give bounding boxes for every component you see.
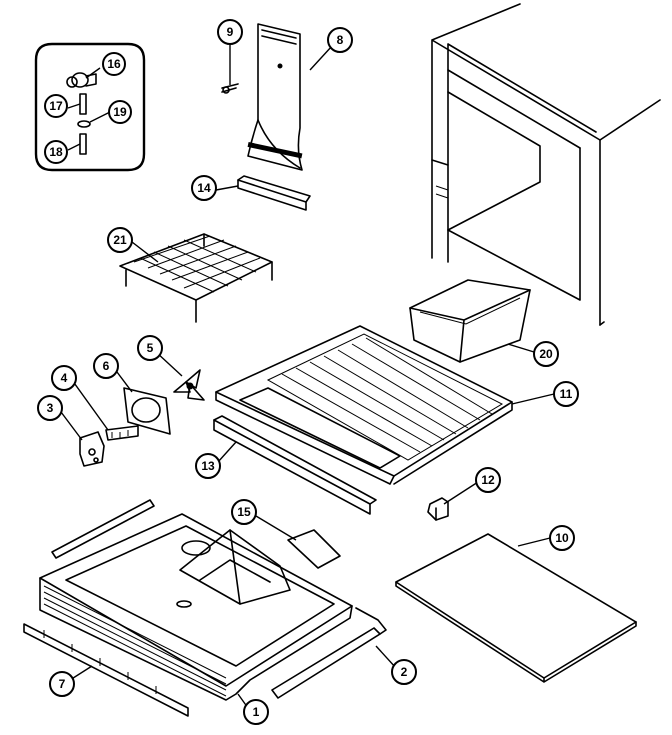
callout-6-label: 6: [103, 359, 110, 373]
callout-14-label: 14: [197, 181, 211, 195]
callout-14: 14: [191, 175, 217, 201]
callout-5: 5: [137, 335, 163, 361]
part-15-duct-cover: [287, 529, 341, 569]
part-3-motor: [79, 431, 105, 467]
callout-13: 13: [195, 453, 221, 479]
callout-10-label: 10: [555, 531, 569, 545]
part-6-fan-shroud: [123, 387, 171, 435]
part-10-cover-panel: [395, 533, 637, 683]
callout-9: 9: [217, 19, 243, 45]
callout-9-label: 9: [227, 25, 234, 39]
callout-12-label: 12: [481, 473, 495, 487]
part-1-evaporator-pan: [39, 513, 353, 701]
callout-15-label: 15: [237, 505, 251, 519]
callout-15: 15: [231, 499, 257, 525]
callout-1: 1: [243, 699, 269, 725]
part-11-shelf-frame: [215, 325, 513, 485]
callout-8: 8: [327, 27, 353, 53]
callout-18-label: 18: [49, 145, 63, 159]
callout-1-label: 1: [253, 705, 260, 719]
part-13-trim-strip: [213, 415, 377, 515]
callout-7: 7: [49, 671, 75, 697]
callout-3-label: 3: [47, 401, 54, 415]
callout-19-label: 19: [113, 105, 127, 119]
part-8-control-housing: [247, 23, 303, 171]
callout-12: 12: [475, 467, 501, 493]
part-20-crisper-pan: [409, 279, 531, 363]
callout-19: 19: [108, 100, 132, 124]
callout-3: 3: [37, 395, 63, 421]
callout-21: 21: [107, 227, 133, 253]
callout-20-label: 20: [539, 347, 553, 361]
part-16-bulb-socket: [66, 72, 97, 88]
callout-8-label: 8: [337, 33, 344, 47]
part-2-rail: [271, 607, 387, 699]
part-5-fan-blade: [173, 369, 205, 401]
inset-detail-box: [34, 42, 146, 172]
callout-16: 16: [102, 52, 126, 76]
callout-4-label: 4: [61, 371, 68, 385]
callout-20: 20: [533, 341, 559, 367]
part-12-clip: [427, 497, 449, 521]
part-18-pin: [79, 133, 87, 155]
callout-21-label: 21: [113, 233, 127, 247]
part-17-bulb: [79, 93, 87, 115]
part-7-rail: [23, 623, 189, 717]
part-4-bracket: [105, 425, 139, 441]
part-9-screw: [221, 83, 239, 94]
callout-16-label: 16: [107, 57, 121, 71]
callout-4: 4: [51, 365, 77, 391]
callout-17: 17: [44, 94, 68, 118]
callout-2: 2: [391, 659, 417, 685]
callout-17-label: 17: [49, 99, 63, 113]
callout-6: 6: [93, 353, 119, 379]
callout-5-label: 5: [147, 341, 154, 355]
part-19-clip: [77, 120, 91, 128]
left-rear-rail: [51, 499, 155, 559]
callout-13-label: 13: [201, 459, 215, 473]
callout-18: 18: [44, 140, 68, 164]
callout-11-label: 11: [560, 387, 573, 401]
callout-7-label: 7: [59, 677, 66, 691]
callout-10: 10: [549, 525, 575, 551]
leader-lines: [57, 45, 555, 709]
part-14-bracket: [237, 175, 311, 211]
callout-2-label: 2: [401, 665, 408, 679]
part-21-wire-shelf: [119, 233, 273, 323]
callout-11: 11: [553, 381, 579, 407]
refrigerator-cabinet-outline: [431, 3, 661, 326]
